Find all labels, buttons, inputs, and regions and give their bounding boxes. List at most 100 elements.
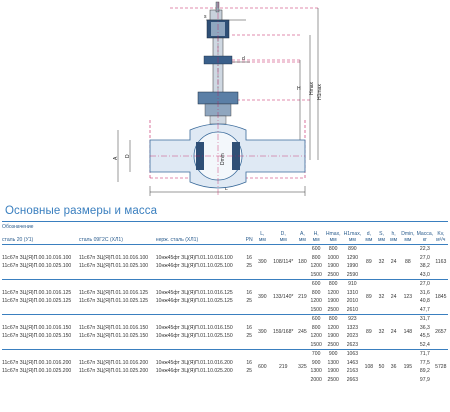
dim-d-big-label: D — [125, 154, 131, 158]
dim-d-label: d — [242, 56, 245, 62]
dim-h: 24 — [387, 314, 400, 350]
h1max-value: 1310 — [346, 289, 359, 296]
h-value: 2000 — [310, 376, 322, 383]
h-value: 1500 — [310, 271, 322, 278]
dim-s: 50 — [375, 349, 388, 384]
mass-value: 22,3 — [419, 246, 430, 252]
h-value: 800 — [311, 324, 321, 331]
h-value: 1200 — [310, 298, 322, 304]
h-value: 600 — [308, 279, 324, 289]
mass-value: 47,7 — [419, 306, 430, 313]
dim-dmin: 88 — [405, 258, 411, 265]
dim-h: 36 — [387, 349, 400, 384]
column-header: D,мм — [270, 231, 297, 245]
column-header: L,мм — [254, 231, 271, 245]
hmax-value: 2500 — [327, 376, 339, 383]
h-value: 1500 — [310, 341, 322, 348]
dim-l-label: L — [225, 186, 228, 192]
dim-s: 32 — [375, 314, 388, 350]
kv-value: 5728 — [433, 349, 448, 384]
h1max-value: 2010 — [346, 298, 359, 304]
table-row: 1300 1900 2163 89,2 — [2, 367, 448, 376]
h-value: 1200 — [310, 333, 322, 339]
dim-d: 89 — [366, 258, 372, 265]
dim-d: 89 — [362, 314, 376, 350]
dim-dmin: 123 — [399, 279, 417, 315]
h-value: 1300 — [310, 368, 322, 374]
column-header: сталь 09Г2С (ХЛ1) — [78, 231, 156, 245]
mass-value: 36,3 — [419, 324, 430, 331]
dim-d: 133/140* — [270, 279, 297, 315]
kv-value: 2657 — [433, 314, 448, 350]
h1max-value: 2163 — [346, 368, 359, 374]
h-value: 700 — [308, 349, 324, 359]
dim-hmax-label: Hmax — [309, 81, 315, 95]
dim-d: 219 — [270, 349, 297, 384]
hmax-value: 1200 — [327, 324, 339, 331]
hmax-value: 2500 — [327, 306, 339, 313]
h-value: 800 — [311, 289, 321, 296]
hmax-value: 1000 — [327, 254, 339, 261]
dim-s-label: s — [204, 14, 207, 20]
hmax-value: 900 — [323, 349, 343, 359]
hmax-value: 1200 — [327, 289, 339, 296]
h1max-value: 2663 — [346, 376, 359, 383]
dim-a: 180 — [298, 258, 307, 265]
dim-d: 108/114* — [273, 258, 294, 265]
mass-value: 31,7 — [416, 314, 434, 324]
dim-l: 390 — [258, 258, 267, 265]
hmax-value: 1900 — [327, 263, 339, 269]
dim-s: 32 — [378, 258, 385, 265]
mass-value: 89,2 — [419, 368, 430, 374]
column-header: H,мм — [308, 231, 324, 245]
h1max-value: 1463 — [346, 359, 359, 366]
dim-a-label: A — [113, 156, 119, 160]
mass-value: 77,5 — [419, 359, 430, 366]
h-value: 1500 — [310, 306, 322, 313]
dim-dmin: 195 — [399, 349, 417, 384]
hmax-value: 800 — [328, 246, 338, 252]
table-row: 800 1200 1310 31,6 — [2, 289, 448, 298]
dim-l: 390 — [254, 314, 271, 350]
dim-h-label: H — [297, 86, 301, 92]
column-header: PN — [243, 231, 255, 245]
h-value: 600 — [311, 246, 321, 252]
hmax-value: 1900 — [327, 368, 339, 374]
dim-l: 390 — [254, 279, 271, 315]
column-header: Hmax,мм — [323, 231, 343, 245]
column-header: H1max,мм — [342, 231, 363, 245]
hmax-value: 800 — [323, 279, 343, 289]
kv-value: 1845 — [433, 279, 448, 315]
hmax-value: 1900 — [327, 298, 339, 304]
dim-dmin-label: Dmin — [220, 153, 226, 165]
h1max-value: 2590 — [346, 271, 359, 278]
kv-value: 1163 — [435, 258, 447, 265]
h-value: 800 — [311, 254, 321, 261]
specs-table: Обозначение сталь 20 (У1)сталь 09Г2С (ХЛ… — [2, 221, 448, 384]
dim-s: 32 — [375, 279, 388, 315]
h-value: 1200 — [310, 263, 322, 269]
mass-value: 43,0 — [419, 271, 430, 278]
h1max-value: 1063 — [342, 349, 363, 359]
mass-value: 31,6 — [419, 289, 430, 296]
column-header: нерж. сталь (ХЛ1) — [155, 231, 244, 245]
h1max-value: 1323 — [346, 324, 359, 331]
